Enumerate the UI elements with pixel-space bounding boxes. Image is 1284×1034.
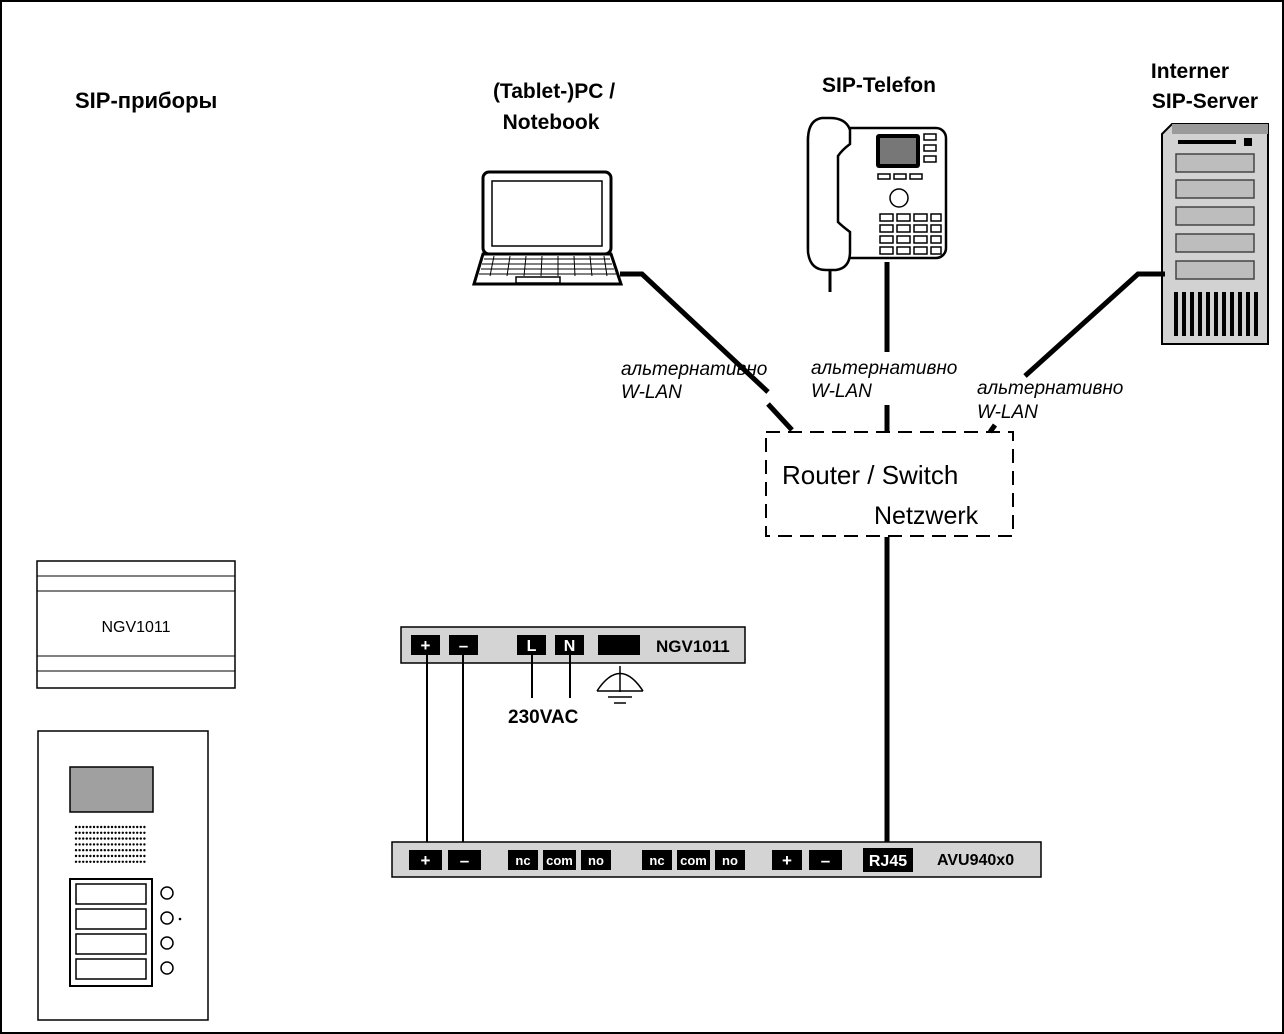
name-plate-4 — [75, 958, 147, 980]
svg-text:com: com — [546, 853, 573, 868]
avu-terminal-plus-2 — [772, 850, 802, 870]
avu-terminal-com-1 — [543, 850, 576, 870]
wlan-label-pc-line2: W-LAN — [621, 382, 682, 403]
ngv-terminal-plus — [411, 635, 440, 655]
avu-terminal-minus-1 — [448, 850, 481, 870]
wlan-label-pc-line1: альтернативно — [621, 359, 767, 380]
pc-label-line2: Notebook — [503, 111, 600, 134]
ngv1011-module-label: NGV1011 — [101, 619, 170, 636]
speaker-grille — [74, 825, 146, 863]
ngv1011-module: NGV1011 — [36, 560, 236, 689]
svg-text:+: + — [782, 851, 792, 870]
svg-text:+: + — [421, 851, 431, 870]
avu-terminal-no-1 — [581, 850, 611, 870]
server-link-line — [1023, 271, 1165, 378]
avu-terminal-plus-1 — [409, 850, 442, 870]
ngv-terminal-l — [517, 635, 546, 655]
ngv1011-strip-label: NGV1011 — [656, 637, 730, 656]
laptop-icon — [471, 170, 624, 286]
camera-window — [69, 766, 154, 813]
avu-terminal-no-2 — [715, 850, 745, 870]
router-box — [765, 431, 1014, 537]
svg-text:L: L — [527, 638, 537, 655]
pc-link-line — [620, 271, 770, 394]
phone-label: SIP-Telefon — [822, 74, 936, 97]
server-label-line2: SIP-Server — [1152, 90, 1258, 113]
server-icon — [1161, 123, 1269, 345]
pc-label-line1: (Tablet-)PC / — [493, 80, 615, 103]
earth-icon — [596, 666, 644, 704]
avu-terminal-minus-2 — [809, 850, 842, 870]
bell-button-3 — [160, 936, 174, 950]
pc-link-line-end — [766, 402, 794, 432]
name-plate-3 — [75, 933, 147, 955]
svg-text:–: – — [459, 636, 468, 655]
connection-lines — [620, 262, 1165, 845]
svg-text:no: no — [722, 853, 738, 868]
wlan-label-server-line2: W-LAN — [977, 402, 1038, 423]
svg-text:nc: nc — [515, 853, 530, 868]
ngv-terminal-earth — [598, 635, 640, 655]
svg-text:no: no — [588, 853, 604, 868]
wlan-label-phone-line1: альтернативно — [811, 358, 957, 379]
router-label: Router / Switch — [782, 460, 958, 490]
wlan-label-server-line1: альтернативно — [977, 378, 1123, 399]
svg-text:N: N — [564, 638, 576, 655]
avu-terminal-nc-2 — [642, 850, 672, 870]
server-label-line1: Interner — [1151, 60, 1229, 83]
phone-icon — [806, 116, 948, 292]
svg-text:nc: nc — [649, 853, 664, 868]
bell-button-2 — [160, 911, 174, 925]
svg-text:com: com — [680, 853, 707, 868]
bell-button-4 — [160, 961, 174, 975]
heading: SIP-приборы — [75, 88, 217, 113]
bell-button-1 — [160, 886, 174, 900]
door-station — [37, 730, 209, 1021]
svg-text:+: + — [421, 636, 431, 655]
svg-text:–: – — [460, 851, 469, 870]
wlan-label-phone-line2: W-LAN — [811, 381, 872, 402]
ngv-terminal-minus — [449, 635, 478, 655]
voltage-label: 230VAC — [508, 707, 579, 728]
avu940x0-strip-label: AVU940x0 — [937, 852, 1014, 869]
avu940x0-strip: + – nc com no nc com no + – RJ45 AVU940x… — [391, 841, 1042, 878]
avu-terminal-rj45 — [863, 848, 913, 872]
network-label: Netzwerk — [874, 502, 979, 530]
svg-text:RJ45: RJ45 — [869, 853, 907, 870]
ngv1011-strip: + – L N NGV1011 — [400, 626, 746, 664]
svg-text:–: – — [821, 851, 830, 870]
avu-terminal-nc-1 — [508, 850, 538, 870]
ngv-terminal-n — [555, 635, 584, 655]
name-plate-2 — [75, 908, 147, 930]
server-link-line-end — [987, 423, 998, 434]
avu-terminal-com-2 — [677, 850, 710, 870]
name-plate-1 — [75, 883, 147, 905]
